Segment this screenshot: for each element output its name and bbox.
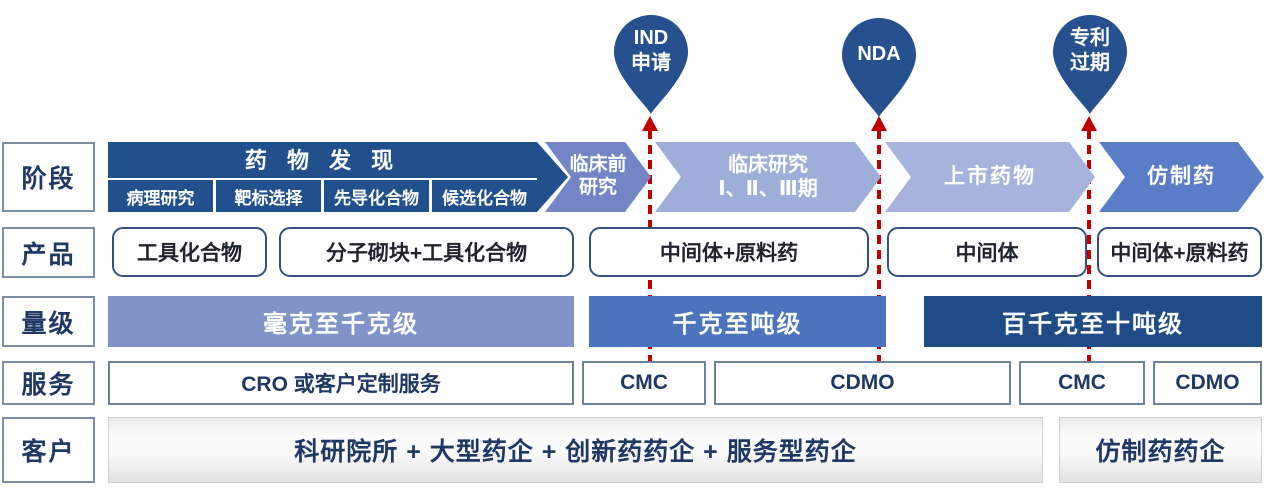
- stage-marketed-chevron: 上市药物: [885, 142, 1095, 212]
- balloon-pin-icon: [614, 15, 688, 114]
- stage-generic-label: 仿制药: [1147, 165, 1216, 189]
- service-cdmo-1: CDMO: [714, 361, 1011, 405]
- milestone-patent-balloon: 专利 过期: [1050, 13, 1130, 115]
- row-label-stage: 阶段: [2, 142, 95, 212]
- stage-clinical-line1: 临床研究: [728, 154, 808, 176]
- milestone-patent-line1: 专利: [1070, 27, 1110, 49]
- ind-arrowhead-icon: [642, 116, 658, 131]
- substep-lead-compound: 先导化合物: [324, 180, 432, 212]
- substep-pathology: 病理研究: [108, 180, 216, 212]
- customer-main: 科研院所 + 大型药企 + 创新药药企 + 服务型药企: [108, 417, 1043, 483]
- milestone-ind-balloon: IND 申请: [611, 13, 691, 115]
- stage-drug-discovery-arrow: 药 物 发 现 病理研究 靶标选择 先导化合物 候选化合物: [108, 142, 568, 212]
- scale-kg-to-ton: 千克至吨级: [589, 296, 886, 347]
- substep-candidate-compound: 候选化合物: [442, 188, 527, 208]
- row-label-customer: 客户: [2, 417, 95, 483]
- stage-clinical-chevron: 临床研究 Ⅰ、Ⅱ、Ⅲ期: [655, 142, 881, 212]
- substep-target-selection: 靶标选择: [216, 180, 324, 212]
- milestone-nda-balloon: NDA: [839, 16, 919, 118]
- balloon-pin-icon: [1053, 15, 1127, 114]
- product-tool-compound: 工具化合物: [112, 227, 267, 277]
- nda-dashed-line: [877, 130, 881, 362]
- stage-preclinical-line2: 研究: [578, 177, 617, 198]
- row-label-product: 产品: [2, 227, 95, 278]
- stage-drug-discovery-substeps: 病理研究 靶标选择 先导化合物 候选化合物: [108, 178, 537, 212]
- milestone-ind-line2: 申请: [631, 52, 671, 74]
- product-intermediate: 中间体: [887, 227, 1087, 277]
- row-label-scale: 量级: [2, 296, 95, 347]
- milestone-ind-line1: IND: [633, 27, 669, 49]
- row-label-service: 服务: [2, 361, 95, 405]
- stage-marketed-label: 上市药物: [944, 165, 1036, 189]
- milestone-patent-line2: 过期: [1070, 52, 1110, 74]
- service-cro: CRO 或客户定制服务: [108, 361, 574, 405]
- service-cmc-1: CMC: [582, 361, 706, 405]
- scale-mg-to-kg: 毫克至千克级: [108, 296, 574, 347]
- scale-100kg-to-10ton: 百千克至十吨级: [924, 296, 1262, 347]
- product-intermediate-api-2: 中间体+原料药: [1097, 227, 1262, 277]
- balloon-pin-icon: [842, 18, 916, 117]
- stage-clinical-line2: Ⅰ、Ⅱ、Ⅲ期: [718, 178, 818, 200]
- stage-preclinical-line1: 临床前: [569, 154, 627, 176]
- patent-arrowhead-icon: [1081, 116, 1097, 131]
- milestone-nda-line1: NDA: [857, 42, 901, 65]
- stage-generic-chevron: 仿制药: [1099, 142, 1264, 212]
- stage-drug-discovery-title: 药 物 发 现: [244, 148, 401, 173]
- service-cdmo-2: CDMO: [1153, 361, 1262, 405]
- nda-arrowhead-icon: [871, 116, 887, 131]
- product-intermediate-api-1: 中间体+原料药: [589, 227, 869, 277]
- product-building-blocks: 分子砌块+工具化合物: [279, 227, 574, 277]
- service-cmc-2: CMC: [1019, 361, 1145, 405]
- customer-generic: 仿制药药企: [1059, 417, 1262, 483]
- patent-dashed-line: [1087, 130, 1091, 362]
